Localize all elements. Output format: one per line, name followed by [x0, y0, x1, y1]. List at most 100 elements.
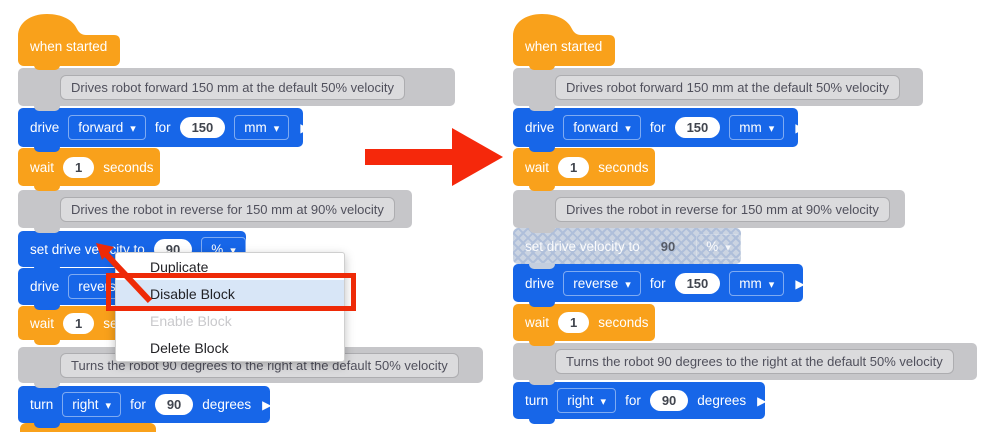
dropdown-caret-icon — [601, 393, 607, 408]
comment-text: Drives robot forward 150 mm at the defau… — [555, 74, 900, 100]
turn-direction-value: right — [72, 397, 99, 412]
menu-item-duplicate[interactable]: Duplicate — [150, 258, 209, 275]
direction-value: forward — [573, 120, 619, 135]
comment-block-forward[interactable]: Drives robot forward 150 mm at the defau… — [18, 68, 455, 111]
turn-right-block[interactable]: turn right for 90 degrees — [18, 386, 271, 428]
block-tab — [34, 227, 60, 233]
direction-dropdown[interactable]: reverse — [563, 270, 641, 296]
block-tab — [529, 379, 555, 385]
comment-block-reverse[interactable]: Drives the robot in reverse for 150 mm a… — [18, 190, 412, 233]
workspace-before: when started Drives robot forward 150 mm… — [0, 0, 500, 445]
turn-direction-value: right — [567, 393, 594, 408]
when-started-label: when started — [30, 39, 108, 54]
drive-label: drive — [30, 279, 60, 294]
block-tab — [529, 185, 555, 191]
distance-input[interactable]: 150 — [179, 117, 226, 138]
block-tab — [34, 422, 60, 428]
turn-right-block[interactable]: turn right for 90 degrees — [513, 382, 766, 424]
play-icon — [262, 397, 271, 412]
dropdown-caret-icon — [769, 120, 775, 135]
comment-block-reverse[interactable]: Drives the robot in reverse for 150 mm a… — [513, 190, 905, 233]
unit-dropdown[interactable]: mm — [234, 115, 290, 140]
direction-value: reverse — [573, 275, 619, 291]
for-label: for — [625, 393, 641, 408]
before-after-arrow-icon — [365, 128, 503, 186]
unit-dropdown[interactable]: mm — [729, 270, 785, 296]
direction-value: forward — [78, 120, 124, 135]
dropdown-caret-icon — [130, 120, 136, 135]
percent-value: % — [706, 238, 719, 254]
comment-block-turn[interactable]: Turns the robot 90 degrees to the right … — [513, 343, 977, 385]
drive-label: drive — [30, 120, 60, 135]
comment-block-forward[interactable]: Drives robot forward 150 mm at the defau… — [513, 68, 923, 111]
wait-label: wait — [525, 159, 550, 175]
block-tab — [34, 382, 60, 388]
turn-degrees-input[interactable]: 90 — [649, 390, 689, 411]
play-icon — [795, 276, 804, 291]
block-tab — [34, 64, 60, 70]
distance-input[interactable]: 150 — [674, 272, 721, 294]
direction-dropdown[interactable]: forward — [563, 115, 641, 140]
wait-time-input[interactable]: 1 — [558, 156, 590, 178]
menu-item-enable-block[interactable]: Enable Block — [150, 312, 232, 329]
next-block-peek — [20, 423, 156, 432]
wait-label: wait — [525, 315, 550, 330]
menu-item-disable-block[interactable]: Disable Block — [116, 280, 344, 307]
turn-label: turn — [30, 397, 54, 412]
for-label: for — [130, 397, 146, 412]
block-tab — [529, 340, 555, 346]
for-label: for — [154, 120, 171, 135]
when-started-label: when started — [525, 39, 603, 54]
play-icon — [300, 120, 309, 135]
seconds-label: seconds — [103, 159, 154, 175]
block-tab — [34, 146, 60, 152]
direction-dropdown[interactable]: forward — [68, 115, 146, 140]
comment-text: Drives robot forward 150 mm at the defau… — [60, 74, 405, 100]
unit-value: mm — [244, 120, 267, 135]
dropdown-caret-icon — [274, 120, 280, 135]
distance-input[interactable]: 150 — [674, 117, 721, 138]
block-tab — [34, 339, 60, 345]
dropdown-caret-icon — [625, 276, 631, 291]
for-label: for — [649, 275, 666, 291]
menu-item-delete-block[interactable]: Delete Block — [150, 339, 229, 356]
block-context-menu: Duplicate Disable Block Enable Block Del… — [115, 252, 345, 362]
when-started-hat-block[interactable]: when started — [513, 14, 615, 70]
wait-block-1[interactable]: wait 1 seconds — [18, 148, 160, 191]
wait-time-input[interactable]: 1 — [63, 312, 95, 334]
velocity-input[interactable]: 90 — [660, 238, 676, 254]
turn-degrees-input[interactable]: 90 — [154, 394, 194, 415]
block-tab — [529, 146, 555, 152]
unit-dropdown[interactable]: mm — [729, 115, 785, 140]
wait-time-input[interactable]: 1 — [63, 156, 95, 178]
drive-forward-block[interactable]: drive forward for 150 mm — [18, 108, 303, 152]
set-velocity-label: set drive velocity to — [525, 238, 640, 254]
drive-label: drive — [525, 120, 555, 135]
turn-direction-dropdown[interactable]: right — [557, 388, 617, 413]
drive-forward-block[interactable]: drive forward for 150 mm — [513, 108, 798, 152]
dropdown-caret-icon — [769, 276, 775, 291]
seconds-label: seconds — [598, 159, 649, 175]
block-tab — [529, 64, 555, 70]
wait-label: wait — [30, 315, 55, 331]
play-icon — [757, 393, 766, 408]
wait-block-2[interactable]: wait 1 seconds — [513, 304, 655, 346]
degrees-label: degrees — [202, 397, 252, 412]
dropdown-caret-icon — [106, 397, 112, 412]
drive-reverse-block[interactable]: drive reverse for 150 mm — [513, 264, 804, 307]
block-tab — [529, 105, 555, 111]
block-tab — [529, 418, 555, 424]
wait-label: wait — [30, 159, 55, 175]
turn-direction-dropdown[interactable]: right — [62, 392, 122, 417]
dropdown-caret-icon — [725, 239, 731, 254]
degrees-label: degrees — [697, 393, 747, 408]
when-started-hat-block[interactable]: when started — [18, 14, 120, 70]
dropdown-caret-icon — [625, 120, 631, 135]
wait-time-input[interactable]: 1 — [558, 312, 590, 333]
set-drive-velocity-block-disabled[interactable]: set drive velocity to 90 % — [513, 228, 741, 269]
wait-block-1[interactable]: wait 1 seconds — [513, 148, 655, 191]
percent-dropdown[interactable]: % — [696, 233, 741, 259]
comment-text: Drives the robot in reverse for 150 mm a… — [555, 196, 890, 222]
block-tab — [34, 266, 60, 272]
